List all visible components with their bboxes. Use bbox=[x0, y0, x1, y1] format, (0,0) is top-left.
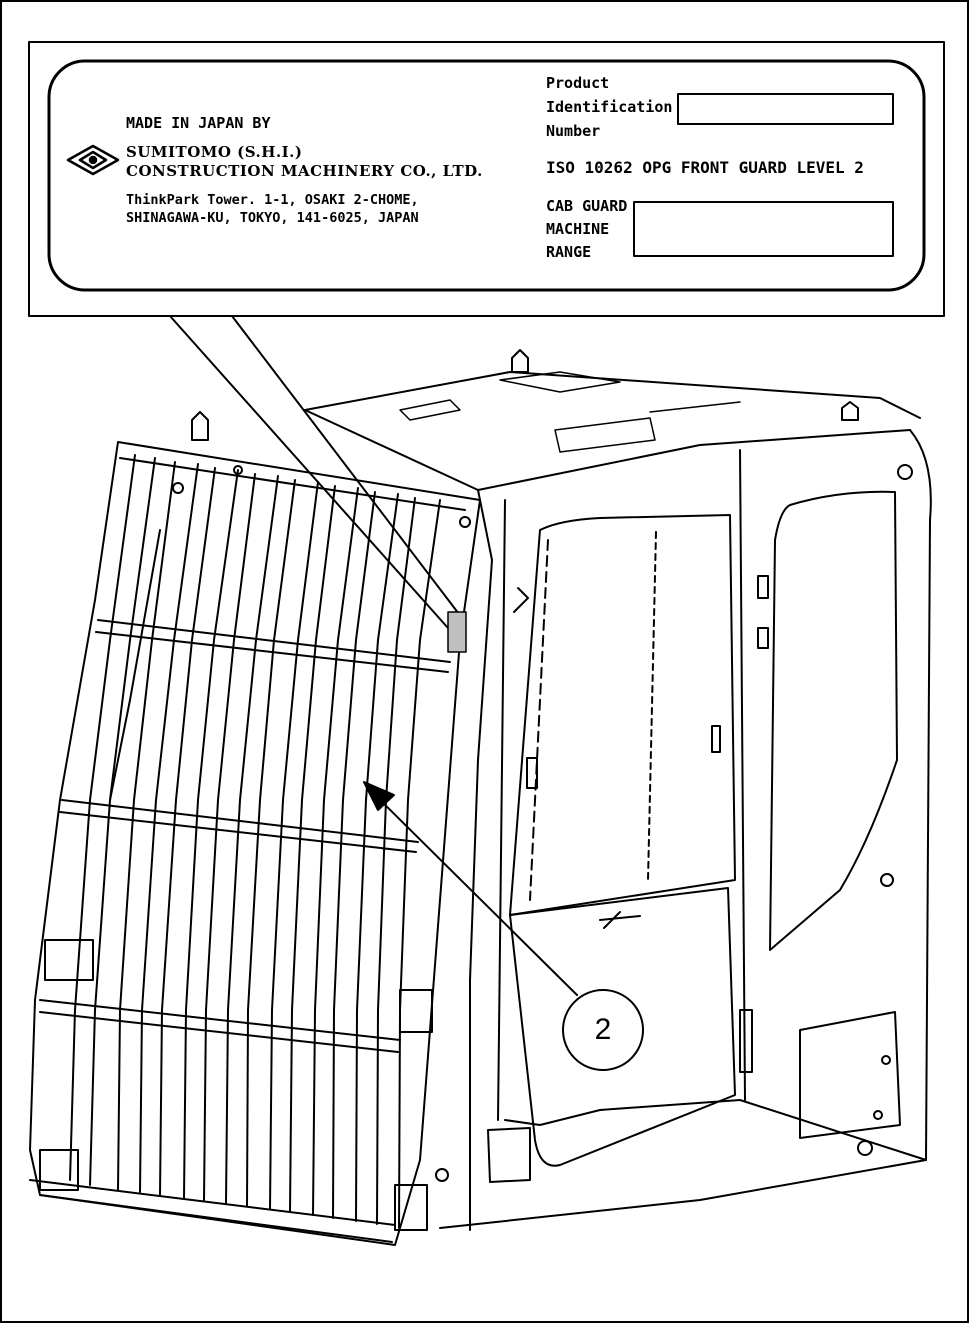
front-guard bbox=[29, 441, 481, 1246]
cab-body bbox=[191, 349, 932, 1231]
iso-standard-text: ISO 10262 OPG FRONT GUARD LEVEL 2 bbox=[546, 158, 864, 177]
cab-guard-label-line2: MACHINE bbox=[546, 220, 610, 238]
sumitomo-diamond-logo-icon bbox=[66, 144, 120, 176]
pin-label-line2: Identification bbox=[546, 98, 673, 116]
label-plate bbox=[47, 59, 926, 292]
maker-name-line2: CONSTRUCTION MACHINERY CO., LTD. bbox=[126, 162, 483, 180]
maker-name-line1: SUMITOMO (S.H.I.) bbox=[126, 143, 303, 161]
cab-guard-label-line3: RANGE bbox=[546, 243, 592, 261]
made-in-text: MADE IN JAPAN BY bbox=[126, 114, 271, 132]
pin-label-line1: Product bbox=[546, 74, 610, 92]
machine-range-input-box bbox=[633, 201, 894, 257]
cab-guard-label-line1: CAB GUARD bbox=[546, 197, 628, 215]
pin-input-box bbox=[677, 93, 894, 125]
callout-number: 2 bbox=[594, 1013, 612, 1046]
address-line1: ThinkPark Tower. 1-1, OSAKI 2-CHOME, bbox=[126, 192, 419, 208]
callout-2 bbox=[363, 781, 644, 1071]
pin-label-line3: Number bbox=[546, 122, 601, 140]
address-line2: SHINAGAWA-KU, TOKYO, 141-6025, JAPAN bbox=[126, 210, 419, 226]
